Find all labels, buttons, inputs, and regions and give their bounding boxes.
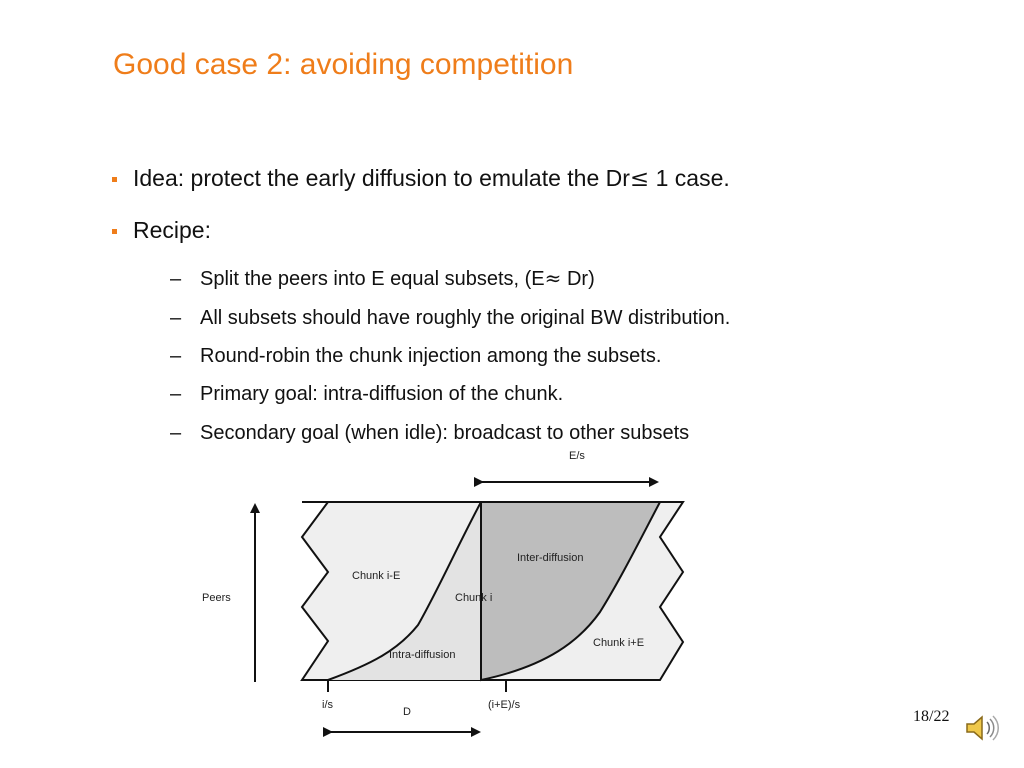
square-bullet-icon	[112, 177, 117, 182]
region-inter-label: Inter-diffusion	[517, 552, 583, 564]
sub-bullet-subsets: –All subsets should have roughly the ori…	[170, 307, 731, 329]
bullet-recipe-text: Recipe:	[133, 217, 211, 243]
speaker-icon[interactable]	[962, 708, 1002, 748]
diffusion-diagram: Peers E/s D i/s (i+E)/s Chunk i-E Chunk …	[202, 450, 685, 737]
intra-diffusion-curve	[327, 501, 482, 681]
dash-marker: –	[170, 307, 182, 329]
tick-left-label: i/s	[322, 699, 334, 711]
dash-marker: –	[170, 422, 182, 444]
slide-title: Good case 2: avoiding competition	[113, 48, 574, 81]
sub-bullet-secondary-goal: –Secondary goal (when idle): broadcast t…	[170, 422, 690, 444]
intra-diffusion-region	[328, 502, 481, 680]
dash-marker: –	[170, 383, 182, 405]
peers-axis-label: Peers	[202, 592, 231, 604]
region-chunk-after-label: Chunk i+E	[593, 637, 644, 649]
sub-bullet-primary-goal: –Primary goal: intra-diffusion of the ch…	[170, 383, 564, 405]
sub-bullet-round-robin: –Round-robin the chunk injection among t…	[170, 345, 662, 367]
tick-right-label: (i+E)/s	[488, 699, 521, 711]
inter-diffusion-region	[480, 501, 662, 682]
bullet-recipe: Recipe:	[112, 217, 211, 244]
bullet-idea: Idea: protect the early diffusion to emu…	[112, 165, 730, 192]
bullet-idea-text: Idea: protect the early diffusion to emu…	[133, 165, 730, 192]
sub-bullet-split: –Split the peers into E equal subsets, (…	[170, 266, 595, 290]
region-chunk-before-label: Chunk i-E	[352, 570, 400, 582]
page-number: 18/22	[913, 708, 950, 725]
region-chunk-current-label: Chunk i	[455, 592, 492, 604]
top-span-label: E/s	[569, 450, 585, 462]
dash-marker: –	[170, 345, 182, 367]
region-intra-label: Intra-diffusion	[389, 649, 455, 661]
dash-marker: –	[170, 268, 182, 290]
bottom-span-label: D	[403, 706, 411, 718]
square-bullet-icon	[112, 229, 117, 234]
